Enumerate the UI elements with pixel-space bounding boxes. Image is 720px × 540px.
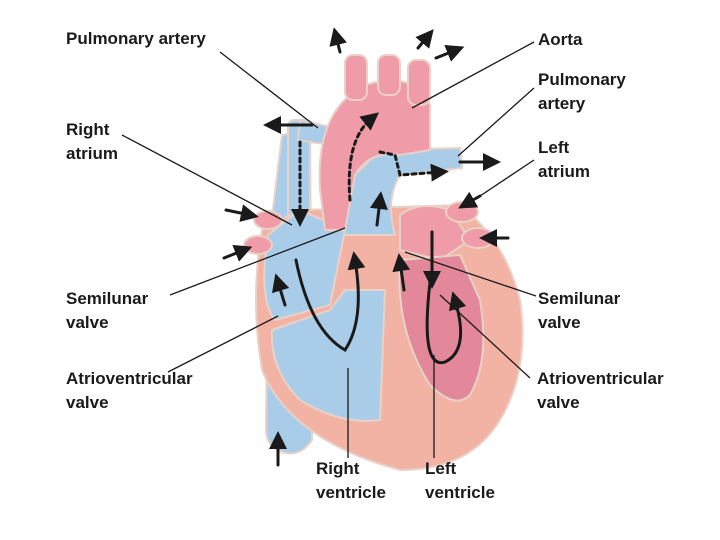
label-aorta: Aorta [538,28,582,52]
label-pulmonary-artery-left: Pulmonary artery [66,27,206,51]
label-left-atrium-line1: Left [538,138,570,157]
label-semilunar-valve-left: Semilunar valve [66,287,148,335]
label-left-atrium-line2: atrium [538,162,590,181]
label-atrioventricular-valve-left-line2: valve [66,393,109,412]
label-atrioventricular-valve-left: Atrioventricular valve [66,367,193,415]
label-aorta-text: Aorta [538,30,583,49]
label-pulmonary-artery-right-line2: artery [538,94,586,113]
label-atrioventricular-valve-left-line1: Atrioventricular [66,369,193,388]
label-right-ventricle: Right ventricle [316,457,386,505]
label-atrioventricular-valve-right-line2: valve [537,393,580,412]
label-atrioventricular-valve-right: Atrioventricular valve [537,367,664,415]
label-semilunar-valve-right-line2: valve [538,313,581,332]
label-right-ventricle-line2: ventricle [316,483,386,502]
label-left-ventricle-line2: ventricle [425,483,495,502]
label-semilunar-valve-left-line1: Semilunar [66,289,149,308]
label-semilunar-valve-right-line1: Semilunar [538,289,621,308]
label-right-atrium: Right atrium [66,118,118,166]
label-pulmonary-artery-left-text: Pulmonary artery [66,29,206,48]
label-right-atrium-line2: atrium [66,144,118,163]
label-pulmonary-artery-right: Pulmonary artery [538,68,626,116]
label-semilunar-valve-left-line2: valve [66,313,109,332]
label-right-ventricle-line1: Right [316,459,360,478]
label-right-atrium-line1: Right [66,120,110,139]
label-semilunar-valve-right: Semilunar valve [538,287,620,335]
label-left-ventricle-line1: Left [425,459,457,478]
aorta [318,54,431,231]
label-left-atrium: Left atrium [538,136,590,184]
label-pulmonary-artery-right-line1: Pulmonary [538,70,626,89]
label-atrioventricular-valve-right-line1: Atrioventricular [537,369,664,388]
flow-arrows [222,27,510,467]
label-left-ventricle: Left ventricle [425,457,495,505]
leader-lines [121,41,537,458]
